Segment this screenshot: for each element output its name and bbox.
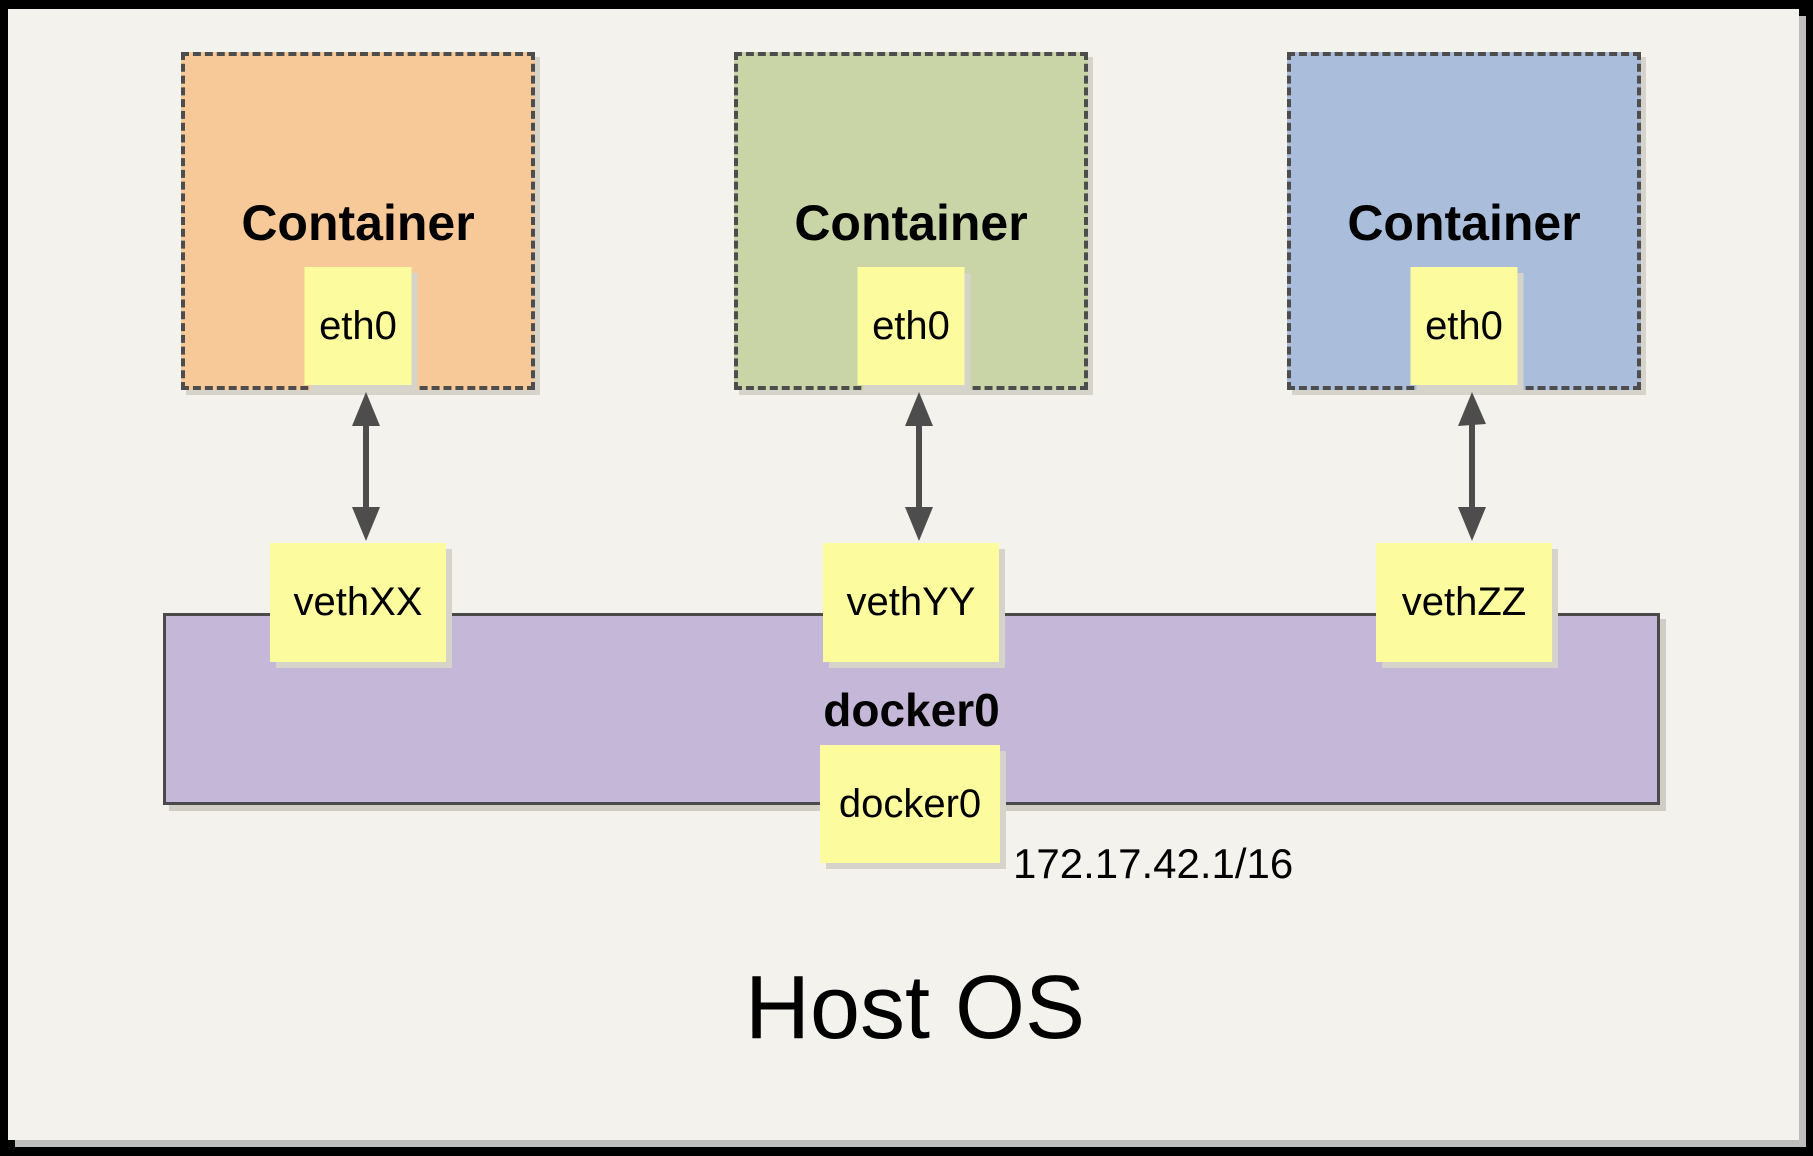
container-title: Container [1347,195,1581,251]
eth0-interface-box: eth0 [1410,267,1518,385]
docker0-bridge-label: docker0 [823,684,1000,736]
host-os-panel: Container eth0 Container eth0 Container … [8,9,1799,1140]
bridge-ip-label: 172.17.42.1/16 [1013,840,1294,887]
container-title: Container [794,195,1028,251]
container-box-1: Container eth0 [181,52,535,390]
vethxx-box: vethXX [270,543,446,662]
double-arrow-icon [905,392,933,541]
docker0-interface-box: docker0 [820,745,1000,863]
double-arrow-icon [352,392,380,541]
vethyy-box: vethYY [823,543,999,662]
container-box-2: Container eth0 [734,52,1088,390]
double-arrow-icon [1458,392,1486,541]
host-os-label: Host OS [744,958,1086,1058]
container-title: Container [241,195,475,251]
vethzz-box: vethZZ [1376,543,1552,662]
eth0-interface-box: eth0 [304,267,412,385]
container-box-3: Container eth0 [1287,52,1641,390]
eth0-interface-box: eth0 [857,267,965,385]
